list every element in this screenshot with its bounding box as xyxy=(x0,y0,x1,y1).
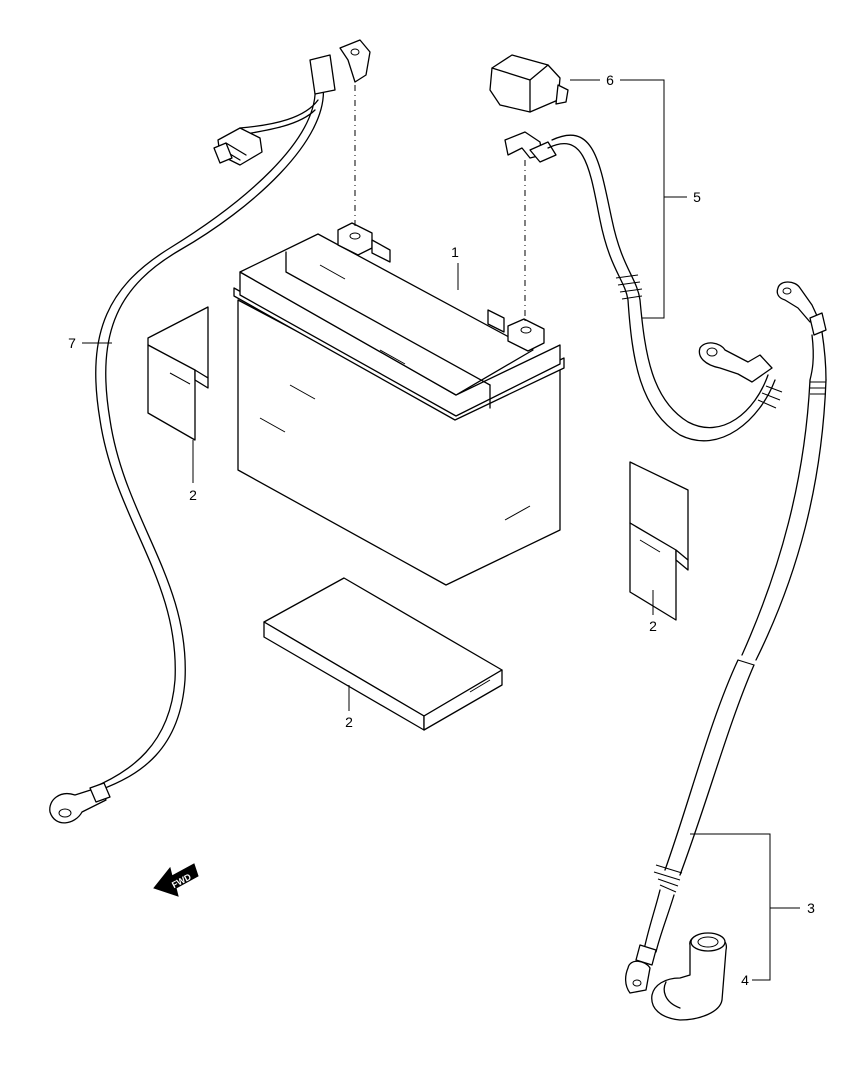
callout-2-pad: 2 xyxy=(345,714,353,730)
fwd-direction-arrow: FWD xyxy=(153,863,199,897)
plus-terminal-cap xyxy=(489,54,569,113)
callout-3: 3 xyxy=(807,900,815,916)
plus-lead-cable xyxy=(504,131,783,442)
fwd-arrow-icon xyxy=(153,863,199,897)
callout-7: 7 xyxy=(68,335,76,351)
callout-6: 6 xyxy=(606,72,614,88)
callout-2-right: 2 xyxy=(649,618,657,634)
spacer-right xyxy=(629,461,689,621)
starter-lead-cable xyxy=(49,39,371,824)
battery-pad xyxy=(263,577,503,731)
bracket-3 xyxy=(690,833,771,981)
callout-5: 5 xyxy=(693,189,701,205)
minus-lead-cable xyxy=(624,281,827,994)
callout-4: 4 xyxy=(741,972,749,988)
bracket-5 xyxy=(620,79,665,319)
callout-2-left: 2 xyxy=(189,487,197,503)
battery xyxy=(233,222,565,586)
minus-terminal-cover xyxy=(651,932,728,1021)
callout-1: 1 xyxy=(451,244,459,260)
spacer-left xyxy=(147,306,209,441)
